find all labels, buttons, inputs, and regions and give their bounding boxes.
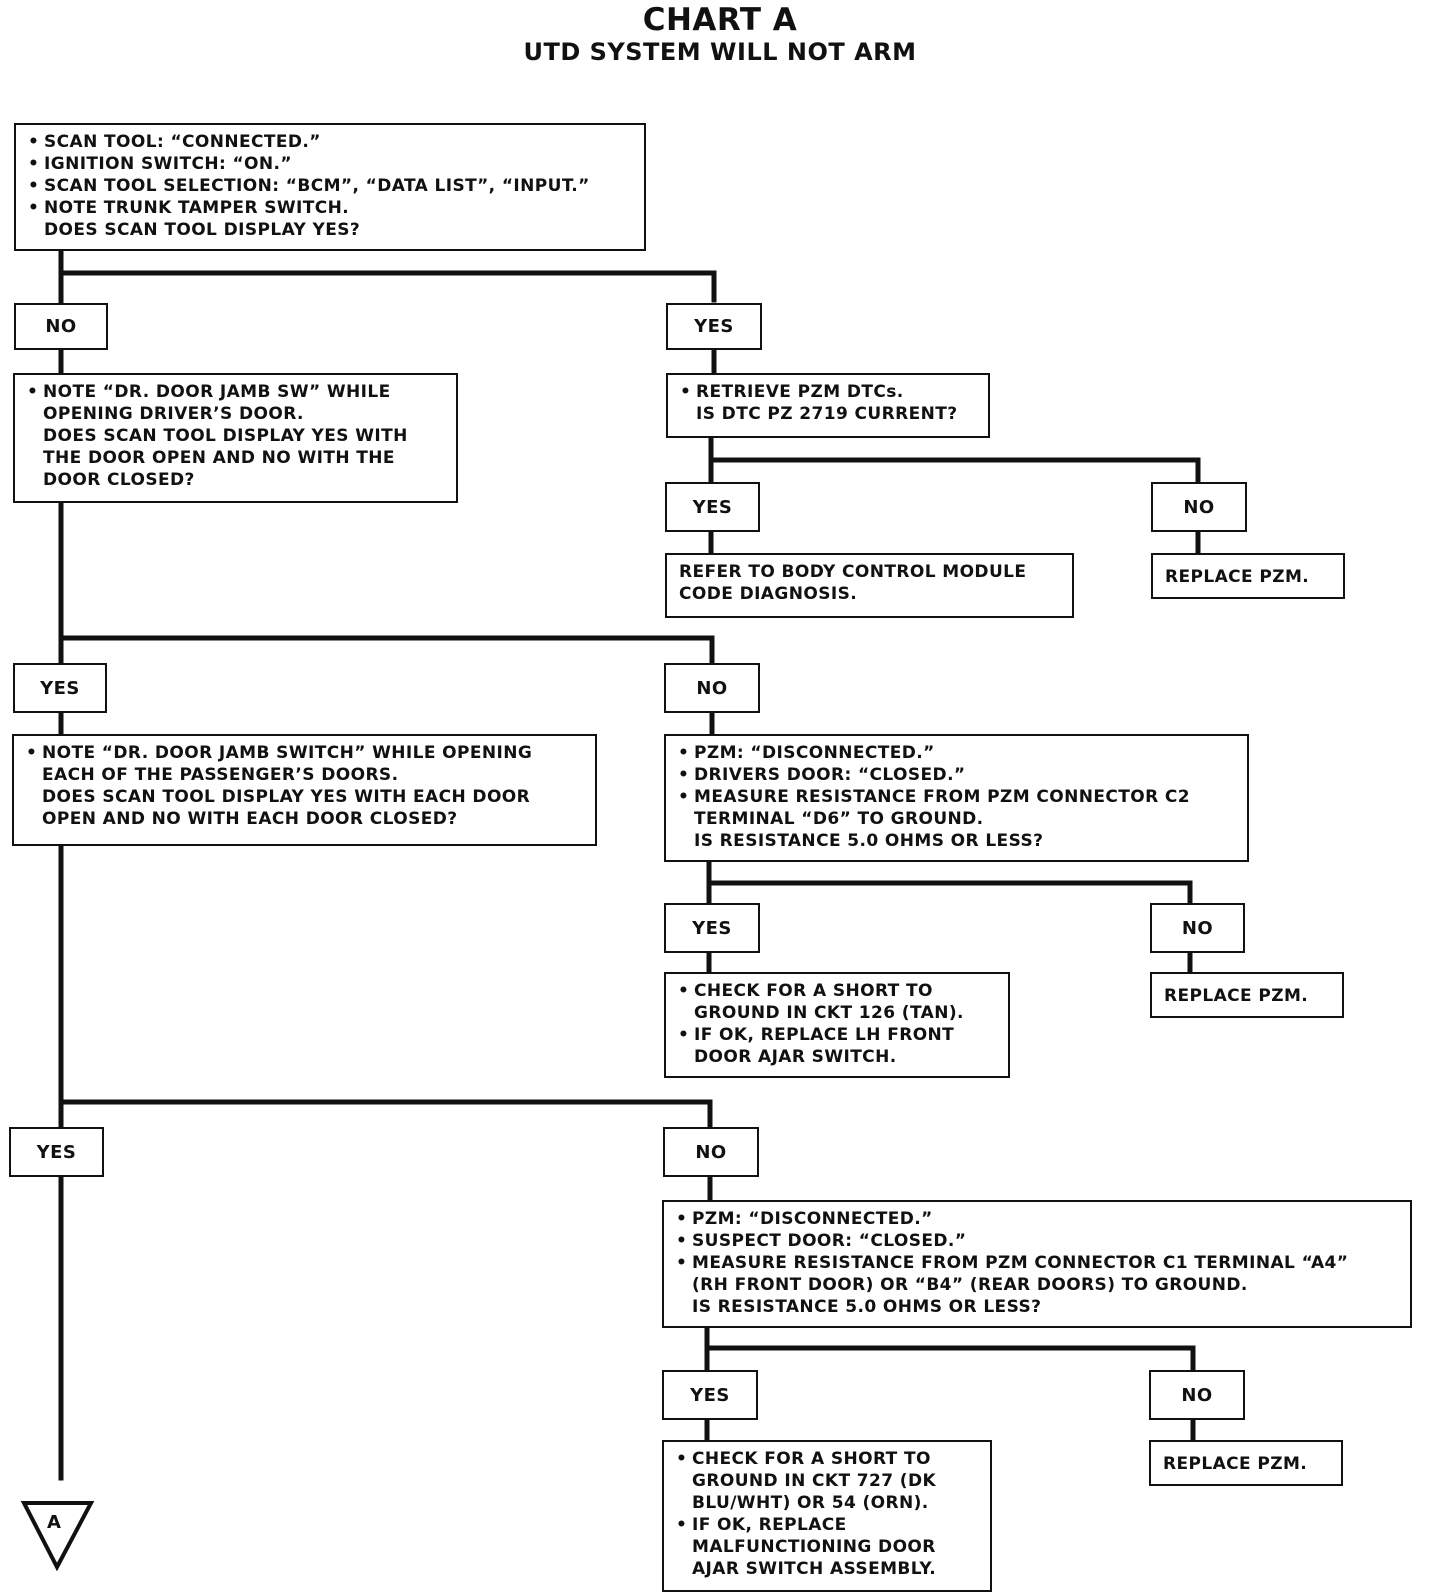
step-box-11: •CHECK FOR A SHORT TO GROUND IN CKT 727 … [662, 1440, 992, 1592]
chart-subtitle: UTD SYSTEM WILL NOT ARM [523, 38, 917, 66]
no-label-3: NO [664, 663, 760, 713]
step-box-10: •PZM: “DISCONNECTED.” •SUSPECT DOOR: “CL… [662, 1200, 1412, 1328]
yes-label-1: YES [666, 303, 762, 350]
step-box-9: REPLACE PZM. [1150, 972, 1344, 1018]
step-box-7: •PZM: “DISCONNECTED.” •DRIVERS DOOR: “CL… [664, 734, 1249, 862]
yes-label-3: YES [13, 663, 107, 713]
branch-line-1 [58, 270, 717, 303]
branch-line-4 [706, 857, 1193, 906]
chart-title: CHART A [642, 2, 798, 38]
step-box-6: •NOTE “DR. DOOR JAMB SWITCH” WHILE OPENI… [12, 734, 597, 846]
step-box-5: REPLACE PZM. [1151, 553, 1345, 599]
no-label-2: NO [1151, 482, 1247, 532]
yes-label-6: YES [662, 1370, 758, 1420]
step-box-4: REFER TO BODY CONTROL MODULE CODE DIAGNO… [665, 553, 1074, 618]
yes-label-4: YES [664, 903, 760, 953]
no-label-5: NO [663, 1127, 759, 1177]
no-label-4: NO [1150, 903, 1245, 953]
yes-label-2: YES [665, 482, 760, 532]
yes-label-5: YES [9, 1127, 104, 1177]
branch-line-5 [58, 1099, 713, 1130]
step-box-12: REPLACE PZM. [1149, 1440, 1343, 1486]
connector-triangle-icon [20, 1501, 95, 1572]
step-box-8: •CHECK FOR A SHORT TO GROUND IN CKT 126 … [664, 972, 1010, 1078]
step-box-3: •RETRIEVE PZM DTCs. IS DTC PZ 2719 CURRE… [666, 373, 990, 438]
branch-line-6 [704, 1323, 1196, 1373]
connector-letter: A [47, 1512, 61, 1533]
branch-line-3 [58, 635, 715, 666]
branch-line-2 [708, 433, 1201, 485]
no-label-6: NO [1149, 1370, 1245, 1420]
step-box-2: •NOTE “DR. DOOR JAMB SW” WHILE OPENING D… [13, 373, 458, 503]
step-box-1: •SCAN TOOL: “CONNECTED.” •IGNITION SWITC… [14, 123, 646, 251]
no-label-1: NO [14, 303, 108, 350]
